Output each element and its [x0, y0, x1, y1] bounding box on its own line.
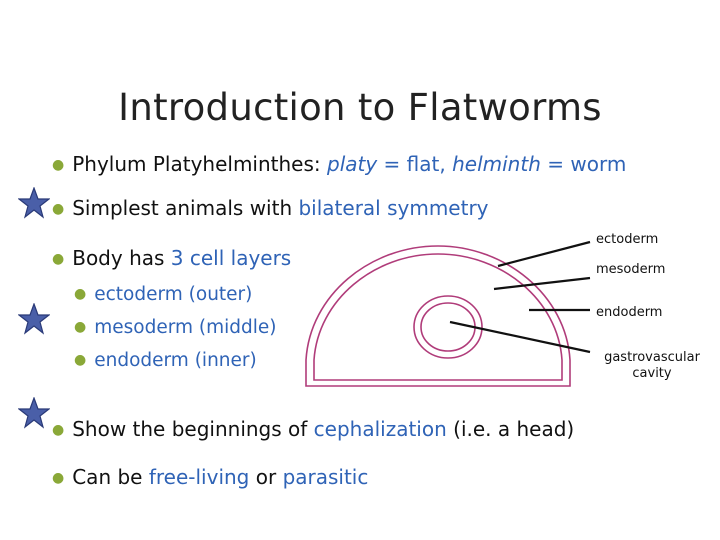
bullet-dot-icon: ● [52, 470, 65, 486]
inner-body-outline [313, 253, 563, 381]
endoderm-inner-ring [420, 302, 476, 352]
star-icon [18, 303, 50, 335]
label-endoderm: endoderm [596, 305, 663, 320]
slide-title: Introduction to Flatworms [118, 86, 602, 129]
label-gastrovascular-cavity: gastrovascular cavity [604, 350, 700, 381]
bullet-phylum: ●Phylum Platyhelminthes: platy = flat, h… [52, 152, 627, 176]
bullet-free-living: ●Can be free-living or parasitic [52, 465, 369, 489]
bullet-layers: ●Body has 3 cell layers [52, 246, 292, 270]
bullet-cephalization: ●Show the beginnings of cephalization (i… [52, 417, 575, 441]
sub-bullet-ectoderm: ●ectoderm (outer) [74, 284, 253, 305]
star-icon [18, 187, 50, 219]
bullet-dot-icon: ● [52, 422, 65, 438]
bullet-dot-icon: ● [74, 319, 87, 335]
ectoderm-pointer-line [497, 240, 591, 268]
label-mesoderm: mesoderm [596, 262, 666, 277]
mesoderm-pointer-line [493, 276, 591, 291]
bullet-dot-icon: ● [74, 286, 87, 302]
outer-body-outline [305, 245, 571, 387]
star-icon [18, 397, 50, 429]
bullet-simplest: ●Simplest animals with bilateral symmetr… [52, 196, 489, 220]
sub-bullet-endoderm: ●endoderm (inner) [74, 350, 257, 371]
label-ectoderm: ectoderm [596, 232, 659, 247]
endoderm-outer-ring [413, 295, 483, 359]
bullet-dot-icon: ● [52, 157, 65, 173]
gastrovascular-pointer-line [449, 320, 591, 354]
bullet-dot-icon: ● [74, 352, 87, 368]
bullet-dot-icon: ● [52, 251, 65, 267]
bullet-dot-icon: ● [52, 201, 65, 217]
sub-bullet-mesoderm: ●mesoderm (middle) [74, 317, 277, 338]
